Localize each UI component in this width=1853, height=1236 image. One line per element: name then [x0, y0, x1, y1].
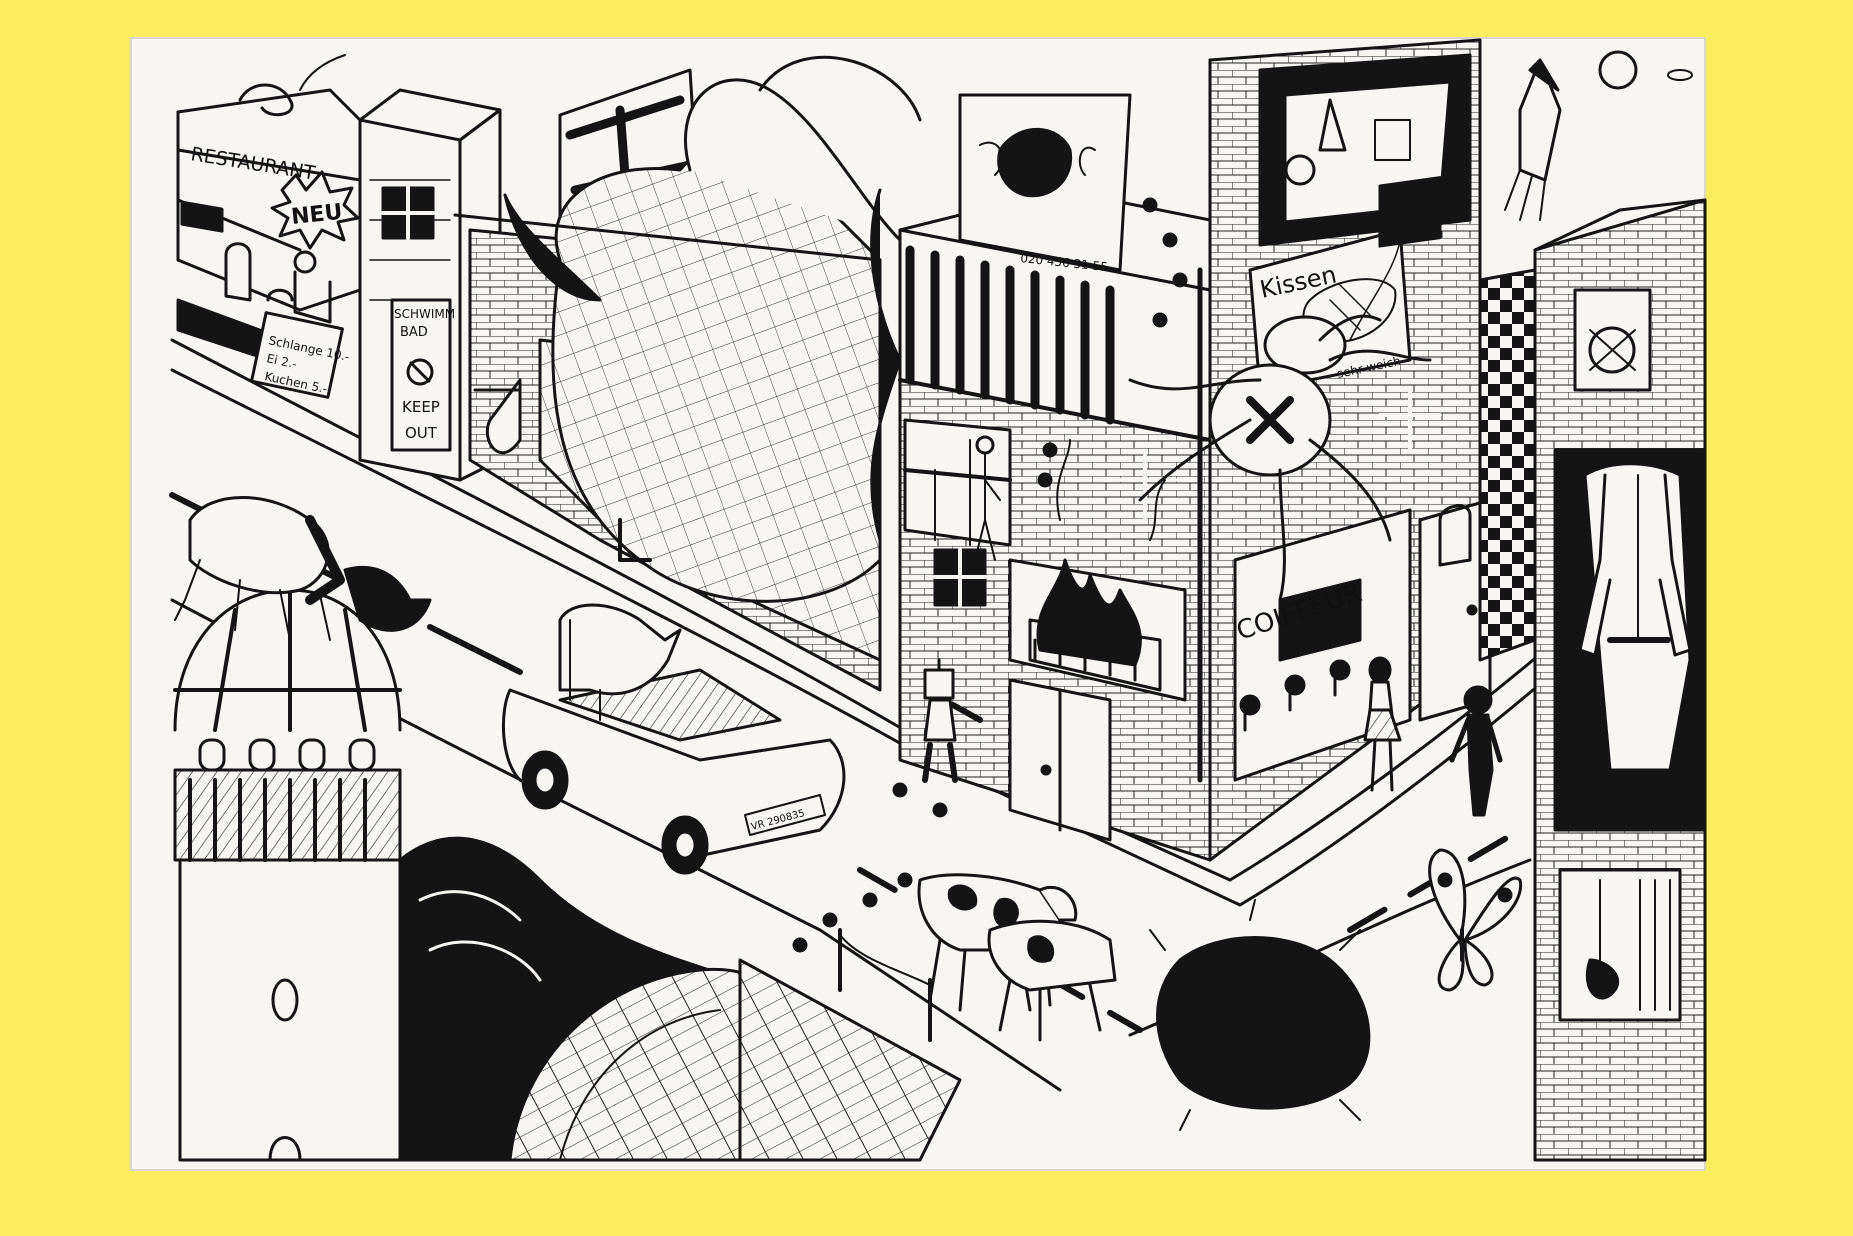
balcony-figure: [974, 435, 1001, 561]
pool-flag: [473, 378, 522, 455]
rocket-icon: [1504, 58, 1562, 221]
robot-icon: [922, 658, 983, 783]
moon-icon: [1598, 50, 1693, 90]
right-building: [1197, 38, 1492, 862]
central-building: [898, 188, 1212, 862]
road-curb: [170, 368, 1547, 907]
curtain-pole: [453, 193, 882, 302]
road-hole: [1149, 899, 1371, 1131]
schwimmbad-sign-line-2: BAD: [400, 325, 428, 340]
pier: [738, 928, 962, 1162]
restaurant-building: [176, 88, 362, 399]
keep-out-line-2: OUT: [405, 424, 438, 442]
spider-icon: [1128, 314, 1432, 602]
bugs-trail: [792, 197, 1188, 953]
schwimmbad-tower: [358, 88, 502, 482]
butterfly-icon: [1428, 848, 1523, 992]
lighthouse-icon: [173, 588, 402, 1162]
far-right-tower: [1533, 198, 1707, 1162]
flame-icon: [1036, 439, 1166, 667]
woman-figure: [1363, 656, 1402, 792]
neu-sign: [270, 170, 360, 250]
snake-icon: [238, 54, 346, 117]
dark-figure: [1449, 685, 1503, 817]
beetle-icon: [174, 496, 432, 641]
rhino-icon: [558, 603, 682, 721]
keep-out-line-1: KEEP: [402, 398, 440, 416]
menu-line-2: Ei 2.-: [265, 351, 298, 371]
checkered-wall: [1478, 268, 1537, 662]
billboard: [958, 93, 1132, 272]
schwimmbad-sign-line-1: SCHWIMM: [394, 307, 455, 321]
neu-sign-text: NEU: [290, 200, 344, 230]
cow-icon: [917, 873, 1117, 1042]
